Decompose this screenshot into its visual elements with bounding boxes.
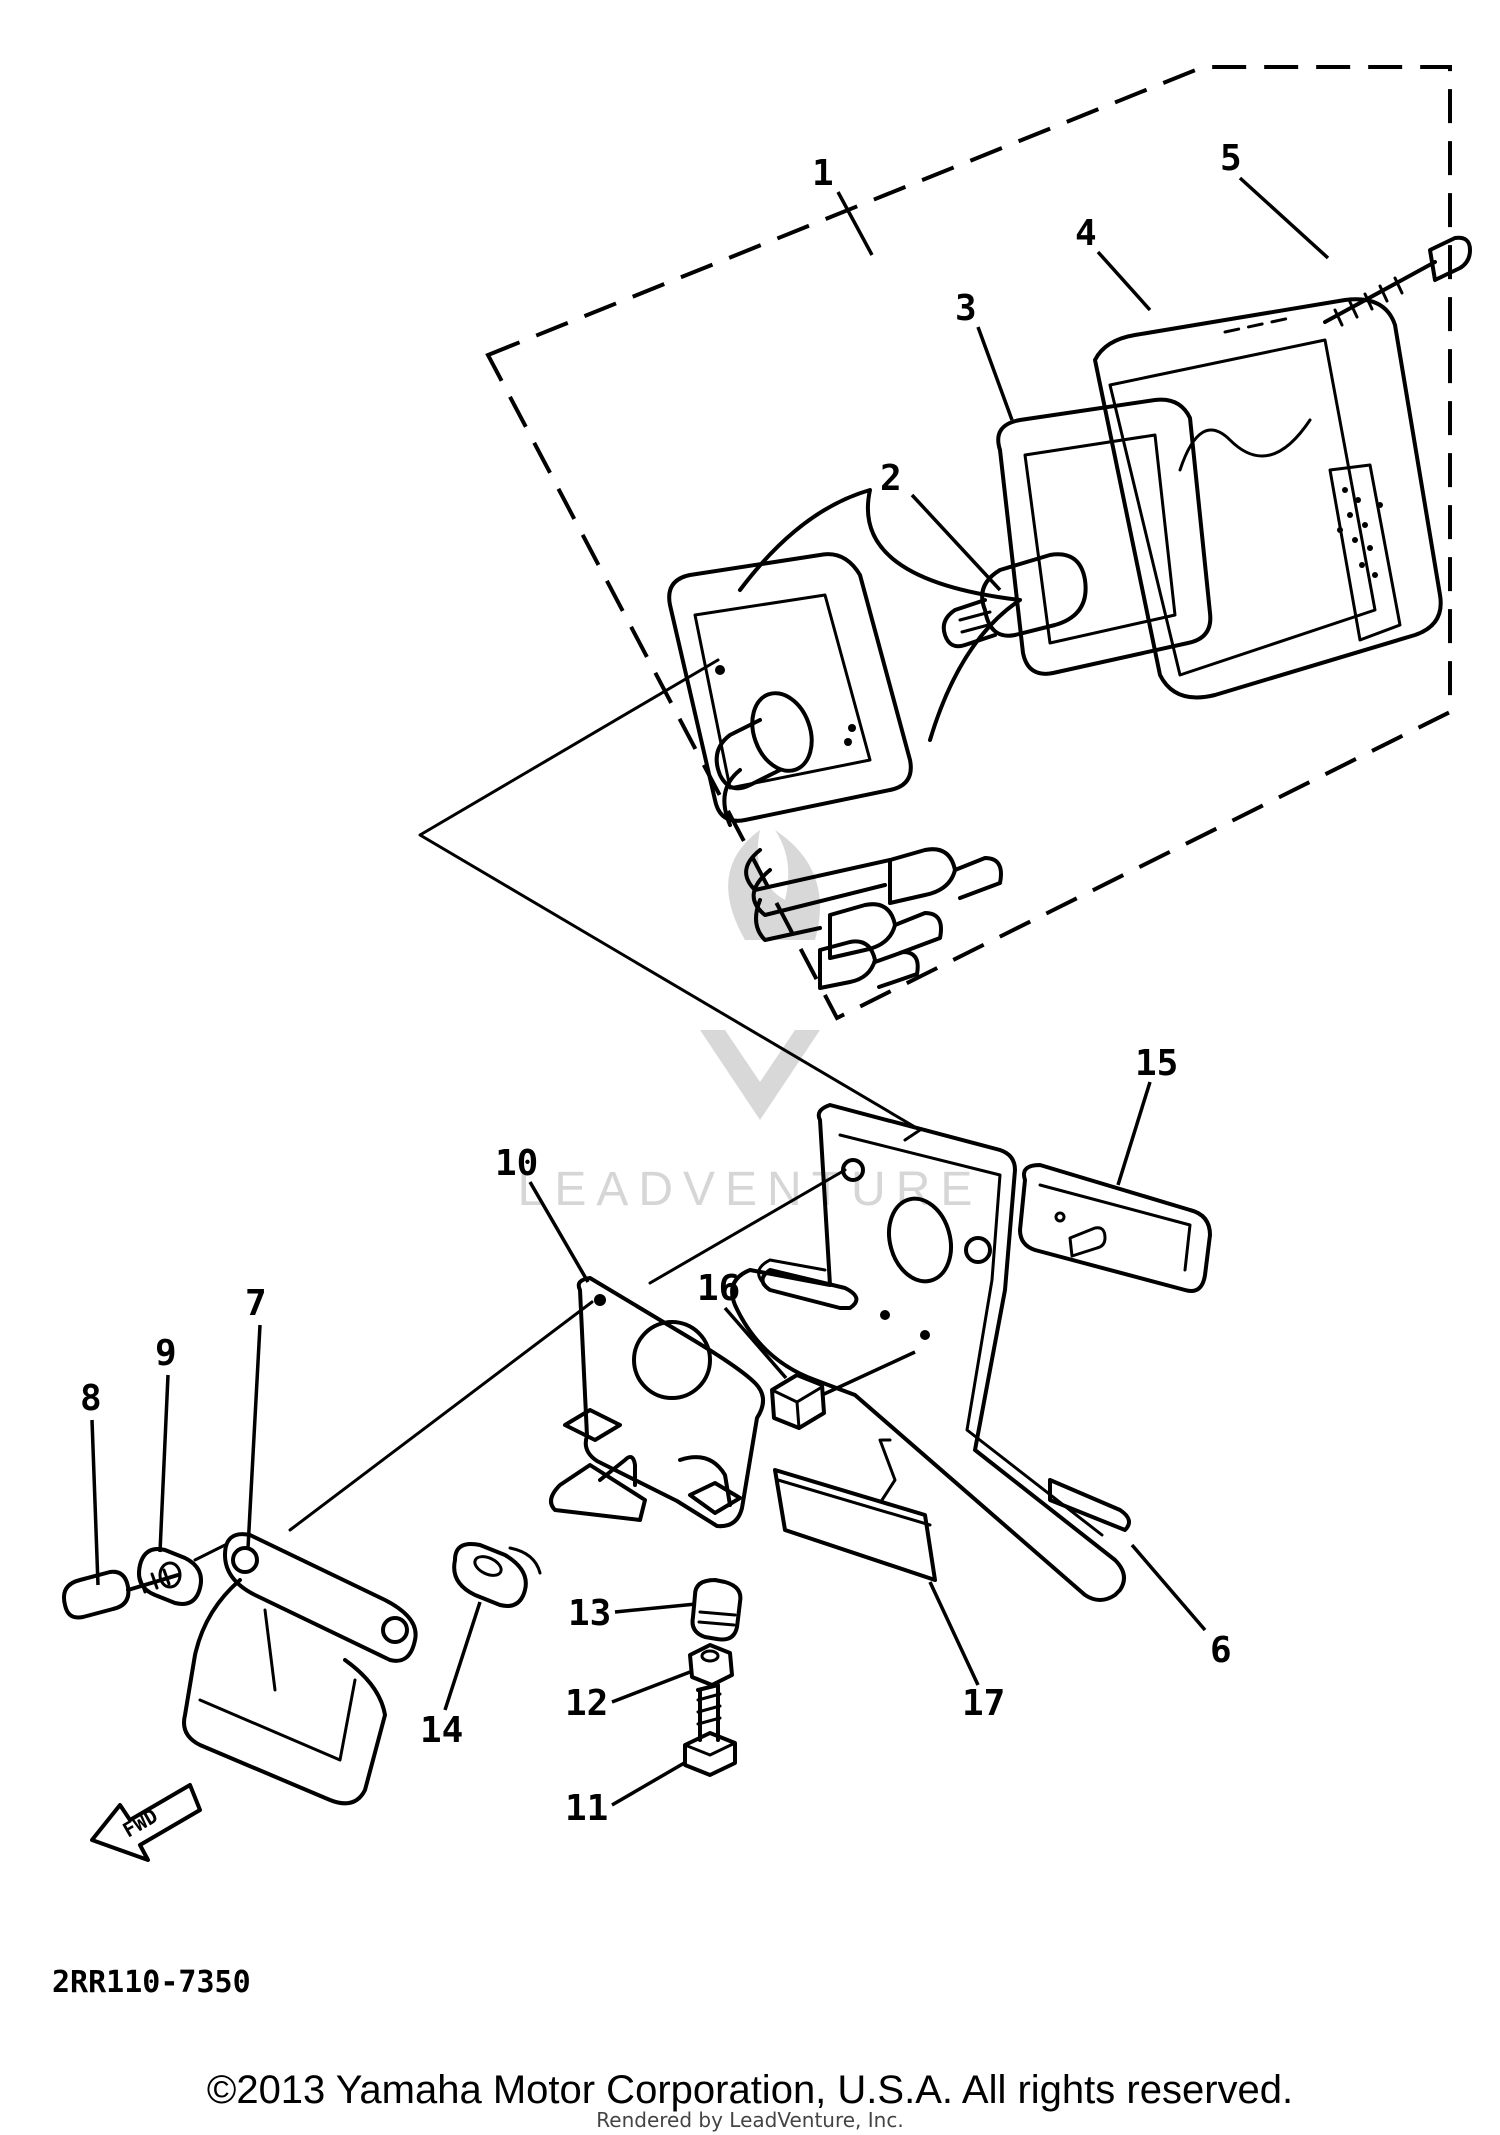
nut-part-12: [688, 1643, 734, 1687]
callout-14: 14: [420, 1601, 482, 1751]
callout-1: 1: [812, 153, 874, 256]
callout-label: 17: [962, 1683, 1005, 1724]
callout-4: 4: [1075, 213, 1152, 312]
callout-label: 13: [568, 1593, 611, 1634]
guide-line-light-to-plate: [288, 1300, 594, 1532]
assembly-guide-line: [418, 658, 922, 1142]
watermark-logo: LEADVENTURE: [518, 830, 983, 1216]
callout-11: 11: [565, 1760, 687, 1829]
screw-part-8: [62, 1568, 180, 1620]
callout-label: 8: [80, 1378, 102, 1419]
callout-13: 13: [568, 1593, 697, 1634]
callout-label: 6: [1210, 1630, 1232, 1671]
wiring-harness: [744, 847, 1003, 990]
callout-17: 17: [928, 1581, 1005, 1724]
screw-part-5: [1323, 235, 1472, 327]
rendered-by-notice: Rendered by LeadVenture, Inc.: [596, 2108, 904, 2132]
callout-label: 11: [565, 1788, 608, 1829]
fwd-arrow-icon: FWD: [90, 1783, 202, 1862]
lens-part: [1093, 297, 1443, 700]
housing-part: [667, 488, 1022, 827]
license-light-part-7: [182, 1532, 418, 1806]
callout-label: 4: [1075, 213, 1097, 254]
callout-label: 1: [812, 153, 834, 194]
bolt-part-11: [683, 1683, 737, 1777]
callout-16: 16: [697, 1268, 788, 1380]
license-bracket-part: [730, 1103, 1131, 1602]
callout-label: 16: [697, 1268, 740, 1309]
callout-label: 10: [495, 1143, 538, 1184]
callout-2: 2: [880, 458, 1002, 592]
callout-5: 5: [1220, 138, 1330, 260]
grommet-part-14: [452, 1542, 542, 1608]
nut-part-16: [770, 1350, 916, 1430]
callout-label: 12: [565, 1683, 608, 1724]
mount-plate-part-10: [549, 1276, 765, 1529]
callout-8: 8: [80, 1378, 102, 1586]
callout-label: 5: [1220, 138, 1242, 179]
gasket-part: [996, 397, 1213, 676]
diagram-code: 2RR110-7350: [52, 1965, 251, 2000]
callout-label: 2: [880, 458, 902, 499]
watermark-text: LEADVENTURE: [518, 1163, 983, 1216]
plate-part-17: [773, 1438, 937, 1582]
callout-label: 7: [245, 1283, 267, 1324]
callout-label: 9: [155, 1333, 177, 1374]
callout-7: 7: [245, 1283, 267, 1549]
callout-10: 10: [495, 1143, 590, 1283]
assembly-dashed-outline: [485, 65, 1452, 1021]
reflector-part-15: [1018, 1163, 1212, 1293]
callout-9: 9: [155, 1333, 177, 1553]
grommet-part-13: [690, 1578, 743, 1642]
callout-label: 3: [955, 288, 977, 329]
guide-line-plate-to-bracket: [648, 1168, 847, 1285]
copyright-notice: ©2013 Yamaha Motor Corporation, U.S.A. A…: [206, 2068, 1294, 2112]
callout-label: 14: [420, 1710, 463, 1751]
callout-3: 3: [955, 288, 1014, 421]
callout-6: 6: [1130, 1543, 1232, 1671]
callout-label: 15: [1135, 1043, 1178, 1084]
callout-15: 15: [1116, 1043, 1178, 1186]
callout-12: 12: [565, 1670, 691, 1724]
